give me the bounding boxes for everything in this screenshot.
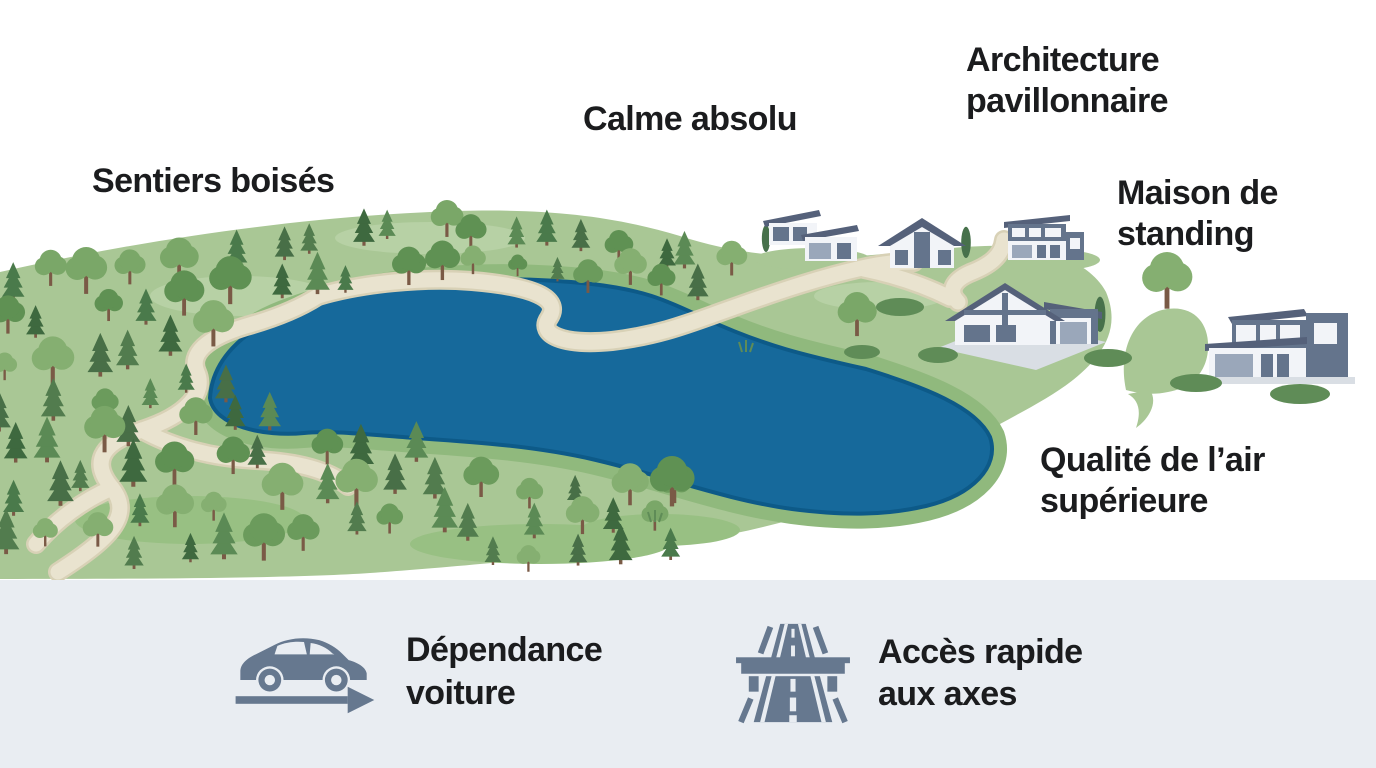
feature-car-dependency: Dépendance voiture bbox=[228, 624, 638, 719]
house-gable bbox=[878, 218, 966, 268]
annotation-absolute-calm: Calme absolu bbox=[583, 100, 797, 138]
house-modern-two-story bbox=[1004, 215, 1084, 260]
highway-icon bbox=[736, 623, 850, 724]
annotation-air-quality: Qualité de l’air supérieure bbox=[1040, 441, 1265, 521]
car-icon bbox=[235, 638, 375, 714]
feature-highway-label: Accès rapide aux axes bbox=[878, 632, 1083, 714]
house-flat-roof bbox=[763, 210, 859, 261]
bottom-band: Dépendance voiture Accès rapide aux axes bbox=[0, 580, 1376, 768]
house-villa bbox=[1203, 309, 1355, 384]
annotation-wooded-trails: Sentiers boisés bbox=[92, 162, 335, 200]
annotation-standing-house: Maison de standing bbox=[1117, 174, 1278, 254]
annotation-architecture: Architecture pavillonnaire bbox=[966, 41, 1169, 121]
house-chalet-garage bbox=[945, 283, 1102, 345]
feature-car-label: Dépendance voiture bbox=[406, 631, 603, 712]
feature-highway-access: Accès rapide aux axes bbox=[734, 618, 1120, 728]
scene-illustration bbox=[0, 200, 1355, 580]
